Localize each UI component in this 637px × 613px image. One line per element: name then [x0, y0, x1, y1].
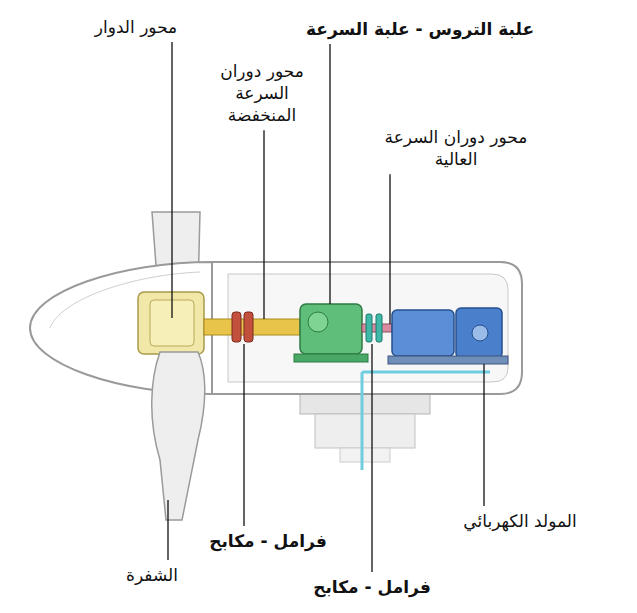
leader-line [263, 130, 264, 319]
part-label: المولد الكهربائي [435, 510, 605, 532]
leader-line [171, 42, 172, 318]
generator [388, 308, 508, 364]
part-label: محور الدوار [61, 16, 211, 38]
leader-line [329, 44, 330, 304]
cable [362, 372, 490, 470]
leader-line [389, 174, 390, 324]
part-label: فرامل - مكابح [297, 576, 447, 598]
part-label: الشفرة [107, 564, 197, 586]
leader-line [167, 500, 168, 560]
leader-lines [168, 42, 484, 572]
brake-low [232, 312, 253, 342]
gearbox [294, 304, 368, 362]
part-label: محور دوران السرعة العالية [364, 126, 549, 170]
leader-line [483, 364, 484, 506]
rotor-hub [138, 292, 204, 354]
part-label: محور دوران السرعة المنخفضة [206, 60, 318, 126]
leader-line [371, 344, 372, 572]
blade-bottom [152, 352, 205, 520]
part-label: علبة التروس - علبة السرعة [290, 18, 550, 40]
brake-high [366, 314, 382, 342]
part-label: فرامل - مكابح [193, 530, 343, 552]
nacelle-base [300, 392, 430, 462]
leader-line [243, 344, 244, 526]
